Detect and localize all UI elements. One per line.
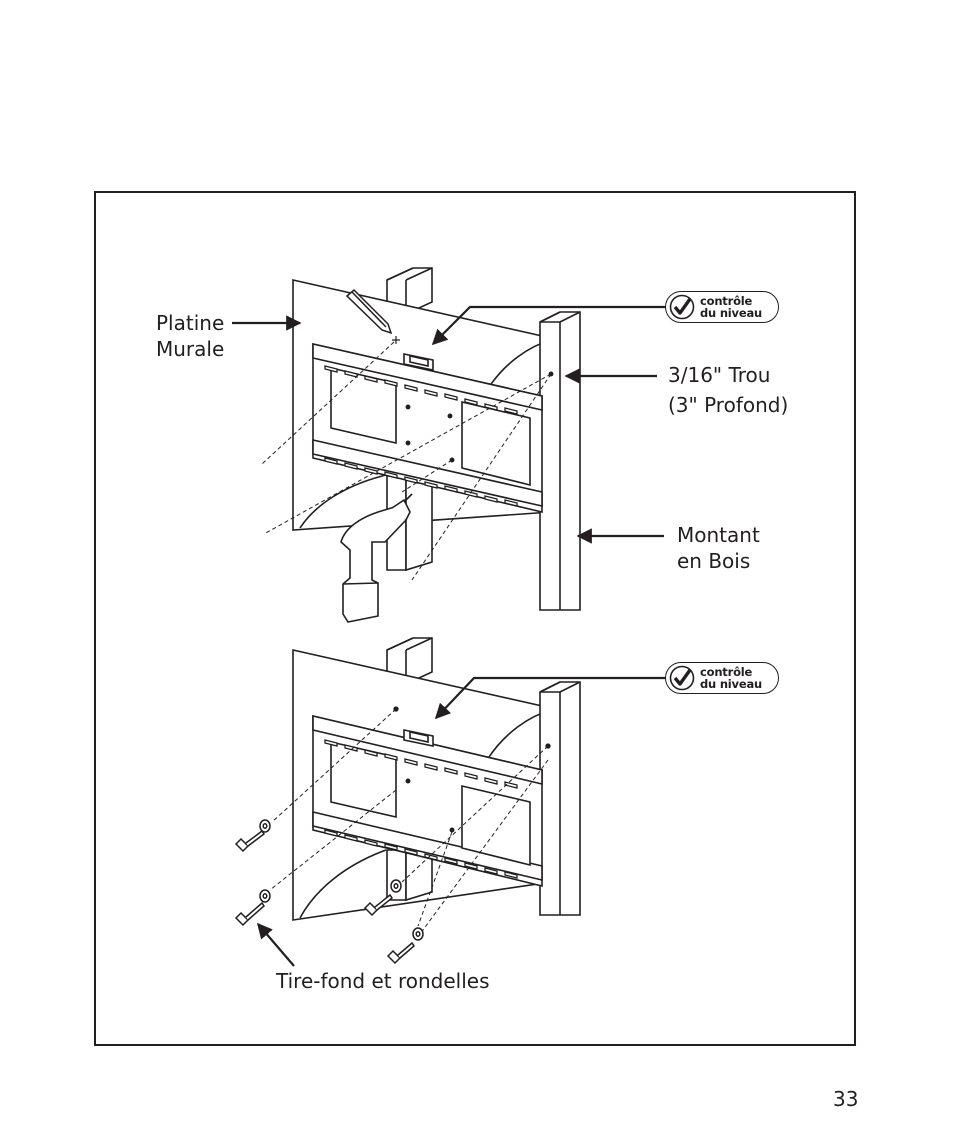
level-check-badge-bottom: contrôle du niveau [665, 662, 779, 694]
stud-label: Montant en Bois [677, 522, 760, 574]
stud-label-line1: Montant [677, 523, 760, 547]
page-number: 33 [833, 1087, 859, 1111]
hole-label-line2: (3" Profond) [668, 393, 789, 417]
level-check-line1: contrôle [700, 294, 753, 308]
callout-arrows [232, 305, 668, 967]
top-mount-drawing [261, 267, 581, 623]
checkmark-icon [669, 665, 695, 691]
level-check-line1: contrôle [700, 665, 753, 679]
hole-label: 3/16" Trou (3" Profond) [668, 362, 788, 418]
wall-plate-label-line1: Platine [156, 311, 225, 335]
wall-plate-label-line2: Murale [156, 337, 225, 361]
hole-label-line1: 3/16" Trou [668, 363, 771, 387]
wall-plate-label: Platine Murale [156, 310, 224, 362]
stud-label-line2: en Bois [677, 549, 751, 573]
illustration-frame [94, 191, 856, 1046]
level-check-badge-top: contrôle du niveau [665, 291, 779, 323]
lag-bolts-label: Tire-fond et rondelles [276, 969, 490, 993]
checkmark-icon [669, 294, 695, 320]
level-check-line2: du niveau [700, 306, 762, 320]
bottom-mount-drawing [234, 637, 581, 965]
level-check-line2: du niveau [700, 677, 762, 691]
